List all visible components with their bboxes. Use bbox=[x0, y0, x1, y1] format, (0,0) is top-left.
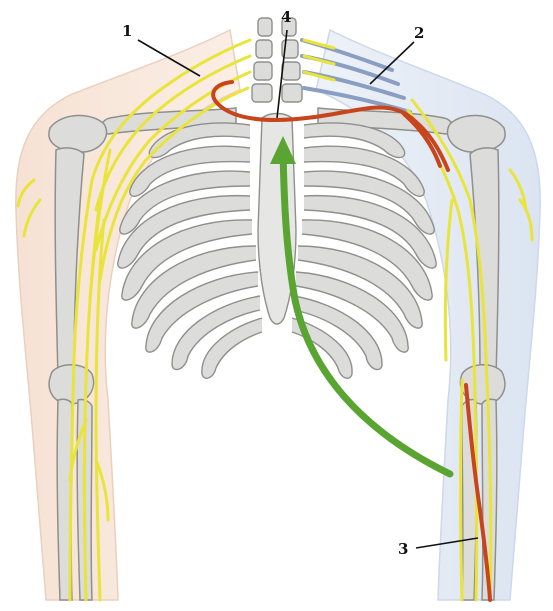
right-scapula-head bbox=[447, 115, 505, 152]
cervical-spine bbox=[252, 18, 302, 102]
callout-2: 2 bbox=[414, 26, 424, 41]
callout-4: 4 bbox=[281, 10, 291, 25]
callout-1: 1 bbox=[122, 24, 132, 39]
left-scapula-head bbox=[49, 115, 107, 152]
callout-3: 3 bbox=[398, 542, 408, 557]
